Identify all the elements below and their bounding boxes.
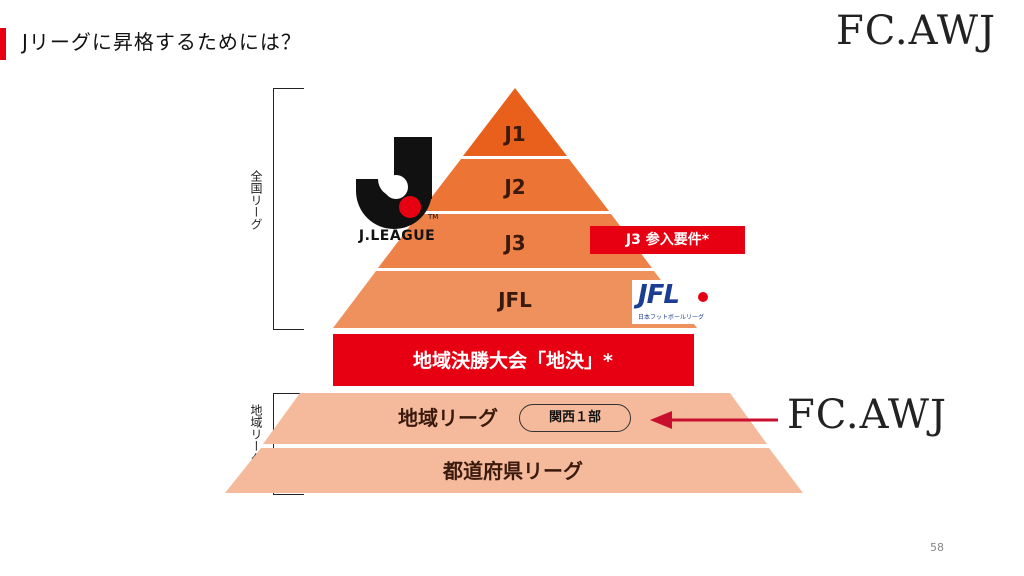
jfl-logo: JFL 日本フットボールリーグ bbox=[632, 280, 712, 324]
jleague-tm-mark: TM bbox=[428, 213, 439, 221]
slide-title: Jリーグに昇格するためには？ bbox=[22, 30, 302, 54]
page-number: 58 bbox=[930, 541, 944, 554]
jfl-logo-letters: JFL bbox=[638, 280, 680, 310]
tier-j3-label: J3 bbox=[502, 231, 525, 255]
national-league-bracket bbox=[273, 88, 304, 330]
tier-j2-shape bbox=[421, 159, 609, 211]
brand-logo: FC.AWJ bbox=[835, 8, 996, 54]
jleague-logo bbox=[356, 137, 432, 229]
tier-regional-final-label: 地域決勝大会「地決」* bbox=[413, 349, 613, 372]
tier-regional-league-shape bbox=[263, 393, 767, 444]
tier-j3-shape bbox=[378, 214, 652, 268]
soccer-ball-icon bbox=[698, 292, 708, 302]
jleague-logo-text: J.LEAGUE bbox=[358, 228, 436, 244]
national-league-label: 全国リーグ bbox=[249, 168, 263, 232]
j3-requirement-banner: J3 参入要件* bbox=[590, 226, 745, 254]
tier-jfl-shape bbox=[333, 271, 697, 328]
tier-regional-league-label: 地域リーグ bbox=[398, 406, 498, 430]
tier-prefectural-league-shape bbox=[225, 448, 803, 493]
jfl-logo-subtitle: 日本フットボールリーグ bbox=[638, 314, 705, 321]
tier-j1-shape bbox=[463, 88, 567, 156]
tier-j2-label: J2 bbox=[502, 175, 525, 199]
tier-j1-label: J1 bbox=[502, 122, 525, 146]
club-marker-logo: FC.AWJ bbox=[787, 392, 948, 438]
tier-regional-final-shape bbox=[333, 334, 694, 386]
kansai-division-badge: 関西１部 bbox=[519, 404, 631, 432]
title-accent-bar bbox=[0, 28, 6, 60]
tier-prefectural-league-label: 都道府県リーグ bbox=[442, 459, 583, 483]
tier-jfl-label: JFL bbox=[496, 288, 532, 312]
club-arrow-head bbox=[650, 411, 672, 429]
